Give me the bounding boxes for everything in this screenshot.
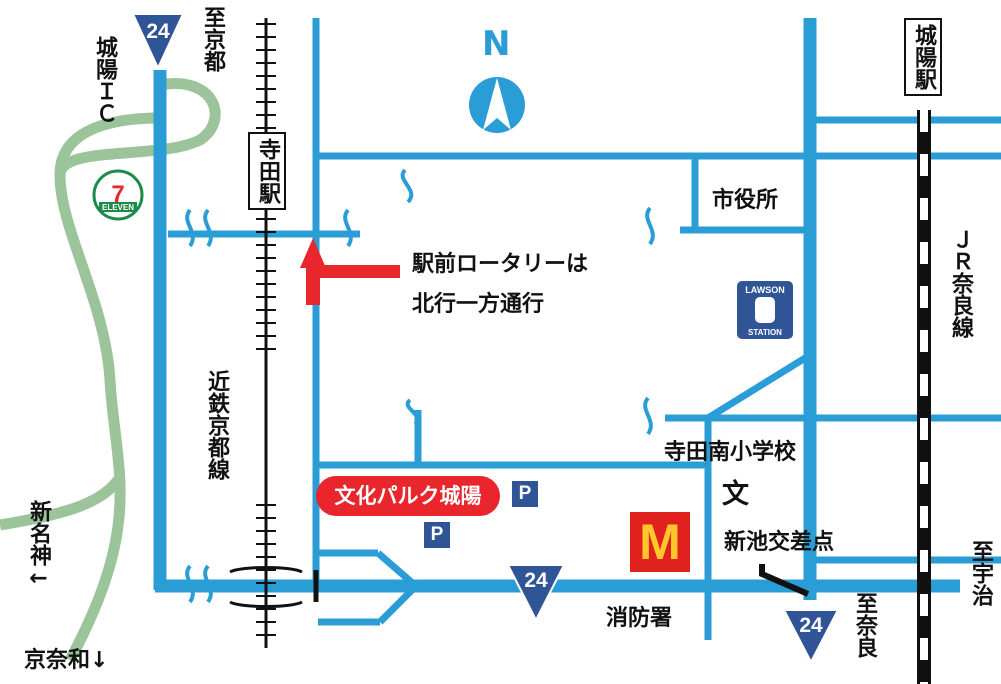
jojo-ic-label: 城陽ＩＣ [92,36,117,124]
compass-north-label: N [482,24,511,64]
parking-icon: P [512,481,538,507]
direction-nara: 至奈良 [852,592,877,658]
route-24-shield-north [131,13,185,71]
roads-blue [153,18,1001,640]
railway-overpass [229,566,303,608]
railway-kintetsu-label: 近鉄京都線 [204,370,229,480]
svg-text:STATION: STATION [748,328,782,337]
lawson-icon: LAWSON STATION [735,279,795,341]
parking-icon: P [424,522,450,548]
direction-uji: 至宇治 [968,540,993,606]
city-hall-label: 市役所 [712,188,779,213]
expressway-ic-loop [54,112,161,176]
school-symbol: 文 [722,479,749,510]
notice-line-1: 駅前ロータリーは [412,252,589,277]
route-24-shield-south [782,609,840,665]
railway-kintetsu-ties [256,23,276,636]
svg-text:7: 7 [111,181,124,208]
seven-eleven-icon: 7 ELEVEN [92,169,144,221]
direction-shinmeishin: 新名神← [26,500,51,591]
direction-keinawa: 京奈和↓ [24,648,109,673]
railway-jr-label: ＪＲ奈良線 [948,228,973,338]
station-jojo-sign: 城陽駅 [904,18,942,96]
route-24-south-label: 24 [799,614,823,637]
intersection-label: 新池交差点 [724,530,835,555]
route-24-shield-center [506,564,566,623]
route-24-center-label: 24 [524,569,548,592]
fire-station-label: 消防署 [606,606,673,631]
svg-text:LAWSON: LAWSON [745,285,785,295]
mcdonalds-icon: M [630,512,690,572]
svg-text:ELEVEN: ELEVEN [102,203,134,212]
expressway-keinawa [54,78,221,663]
school-label: 寺田南小学校 [664,440,797,465]
intersection-marker [759,564,810,597]
expressway-shinmeishin [0,476,123,531]
compass-needle [483,78,511,130]
station-teramachi-sign: 寺田駅 [248,132,286,210]
direction-kyoto: 至京都 [200,6,225,72]
route-24-north-label: 24 [146,20,170,43]
notice-line-2: 北行一方通行 [412,292,545,317]
venue-bunka-paruku-label: 文化パルク城陽 [316,476,500,516]
one-way-arrow [300,238,400,305]
